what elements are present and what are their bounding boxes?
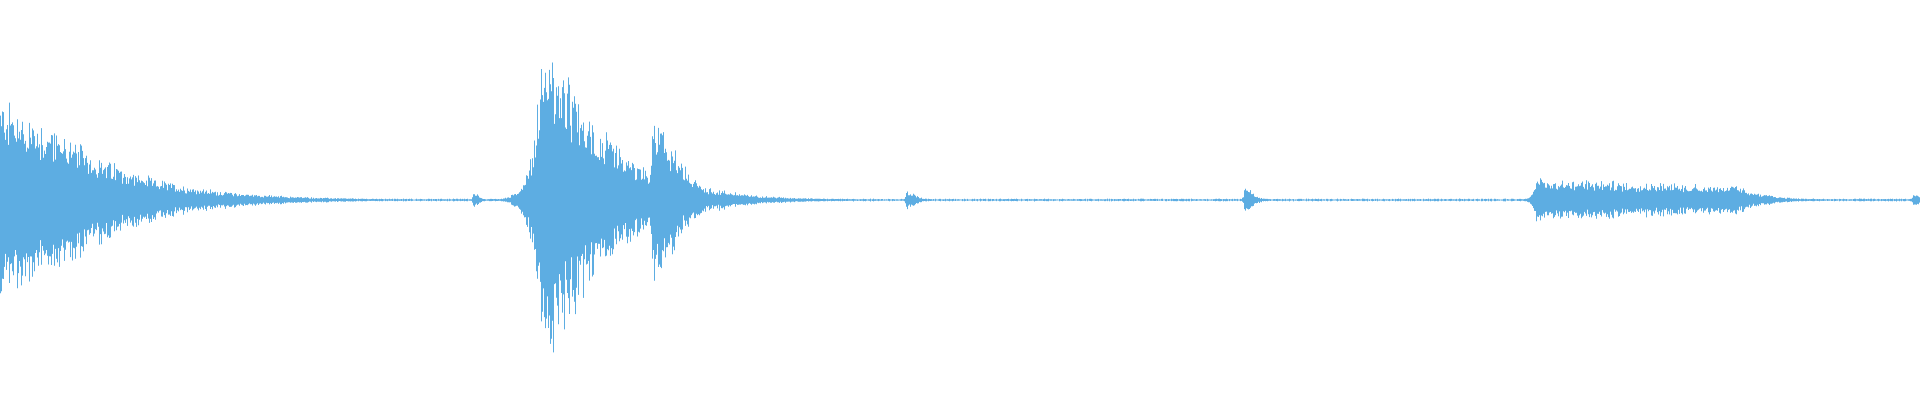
waveform-path <box>0 62 1920 353</box>
waveform-samples <box>0 62 1920 353</box>
